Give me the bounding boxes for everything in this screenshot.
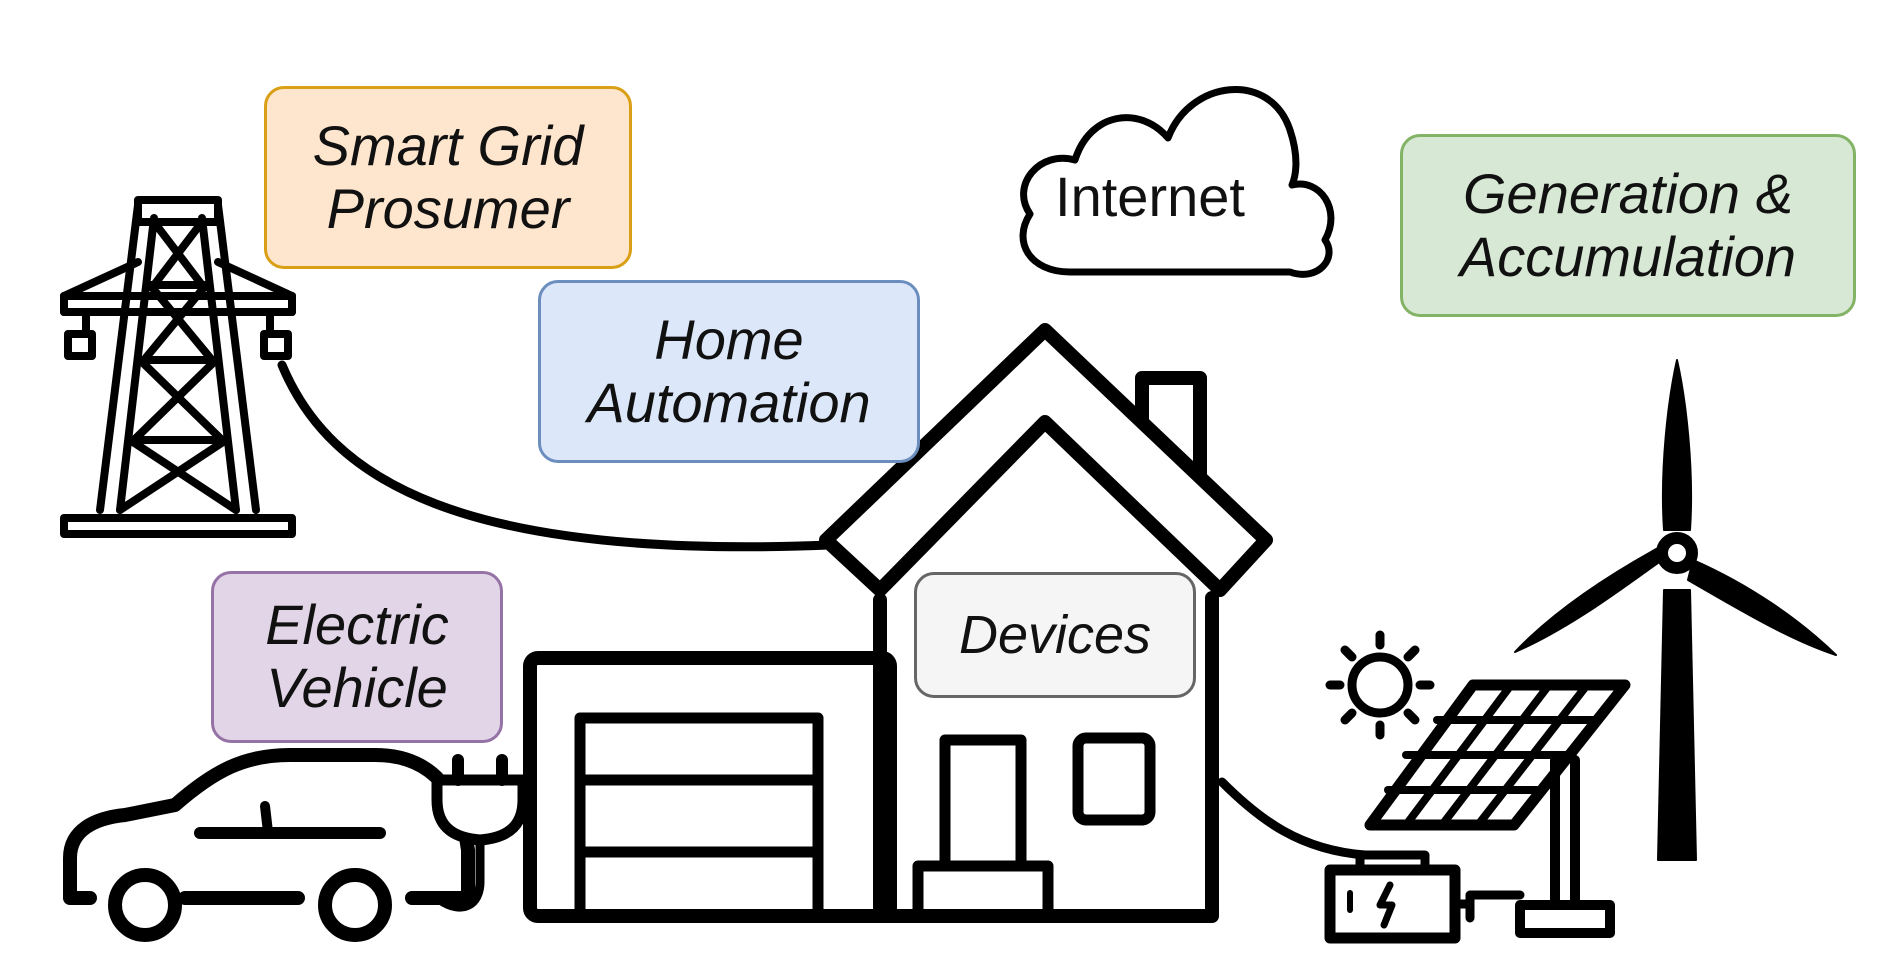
electric-vehicle-line2: Vehicle	[266, 656, 448, 719]
smart-grid-line2: Prosumer	[326, 176, 570, 240]
internet-label: Internet	[1055, 164, 1245, 228]
home-automation-label: Home Automation	[538, 280, 920, 463]
house-battery-connection	[1217, 777, 1370, 860]
sun-icon	[1325, 630, 1435, 740]
car-front-wheel	[108, 868, 182, 942]
devices-text: Devices	[958, 604, 1152, 665]
electric-vehicle-label: Electric Vehicle	[211, 571, 503, 743]
devices-label: Devices	[914, 572, 1196, 698]
power-tower-icon	[60, 196, 296, 538]
smart-grid-prosumer-label: Smart Grid Prosumer	[264, 86, 632, 269]
garage-door-icon	[574, 712, 824, 922]
electric-vehicle-line1: Electric	[265, 593, 449, 657]
smart-grid-line1: Smart Grid	[312, 113, 584, 177]
solar-panel-icon	[1364, 679, 1631, 938]
cloud-icon	[1019, 86, 1335, 278]
wind-turbine-icon	[1514, 359, 1837, 861]
grid-house-connection	[277, 360, 835, 552]
generation-accumulation-label: Generation & Accumulation	[1400, 134, 1856, 317]
generation-line2: Accumulation	[1459, 224, 1797, 288]
home-automation-line2: Automation	[587, 370, 871, 434]
home-automation-line1: Home	[654, 307, 804, 371]
plug-icon	[431, 754, 529, 846]
car-rear-wheel	[318, 868, 392, 942]
generation-line1: Generation &	[1463, 161, 1793, 225]
battery-icon	[1324, 850, 1525, 944]
